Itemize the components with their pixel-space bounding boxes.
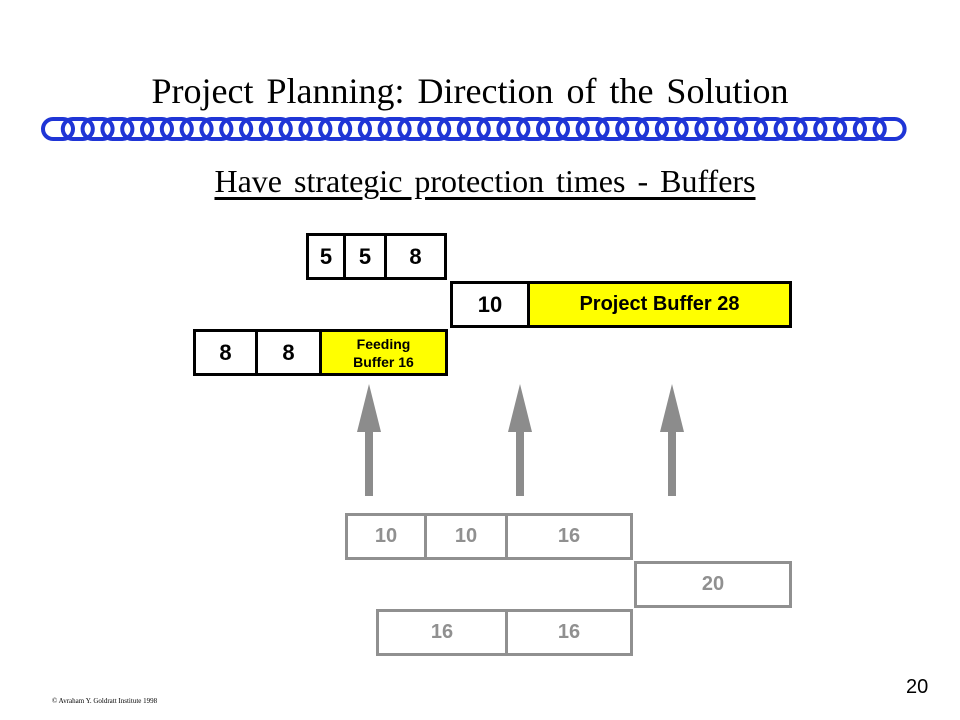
chain-link xyxy=(654,117,689,141)
chain-link xyxy=(179,117,214,141)
chain-link xyxy=(219,117,254,141)
chain-link xyxy=(496,117,531,141)
original-task-box: 10 xyxy=(424,513,508,560)
chain-link xyxy=(793,117,828,141)
chain-link xyxy=(120,117,155,141)
chain-link xyxy=(60,117,95,141)
copyright-footer: © Avraham Y. Goldratt Institute 1998 xyxy=(52,697,158,705)
chain-link xyxy=(813,117,848,141)
chain-link xyxy=(80,117,115,141)
chain-link xyxy=(674,117,709,141)
chain-link xyxy=(456,117,491,141)
chain-link xyxy=(258,117,293,141)
chain-link-icon xyxy=(41,117,907,141)
chain-link xyxy=(397,117,432,141)
chain-link xyxy=(199,117,234,141)
chain-link xyxy=(833,117,867,141)
chain-link xyxy=(239,117,273,141)
chain-link xyxy=(773,117,808,141)
original-task-box: 16 xyxy=(505,609,633,656)
chain-link xyxy=(536,117,570,141)
original-task-box: 16 xyxy=(376,609,508,656)
chain-link xyxy=(555,117,590,141)
up-arrow-icon xyxy=(660,384,684,496)
page-number: 20 xyxy=(906,676,929,698)
slide-title: Project Planning: Direction of the Solut… xyxy=(151,71,789,111)
chain-link xyxy=(41,117,75,141)
feeding-buffer-line1: Feeding xyxy=(356,335,411,352)
chain-link xyxy=(753,117,788,141)
task-box: 8 xyxy=(384,233,447,280)
original-task-box: 10 xyxy=(345,513,427,560)
chain-link xyxy=(595,117,630,141)
chain-link xyxy=(694,117,729,141)
original-task-box: 16 xyxy=(505,513,633,560)
chain-link xyxy=(298,117,333,141)
chain-link xyxy=(476,117,511,141)
chain-link xyxy=(635,117,669,141)
task-box: 5 xyxy=(343,233,387,280)
chain-link xyxy=(318,117,353,141)
chain-link xyxy=(140,117,174,141)
chain-link xyxy=(278,117,313,141)
project-buffer: Project Buffer 28 xyxy=(527,281,792,328)
feeding-buffer: Feeding Buffer 16 xyxy=(319,329,448,376)
original-task-box: 20 xyxy=(634,561,792,608)
up-arrow-icon xyxy=(357,384,381,496)
task-box: 10 xyxy=(450,281,530,328)
chain-link xyxy=(734,117,768,141)
chain-link xyxy=(159,117,194,141)
up-arrow-icon xyxy=(508,384,532,496)
chain-link xyxy=(516,117,551,141)
chain-link xyxy=(714,117,749,141)
chain-link xyxy=(615,117,650,141)
chain-link xyxy=(338,117,372,141)
chain-link xyxy=(357,117,392,141)
chain-link xyxy=(437,117,471,141)
chain-link xyxy=(377,117,412,141)
chain-link xyxy=(852,117,887,141)
chain-link xyxy=(100,117,135,141)
chain-link xyxy=(417,117,452,141)
slide-subtitle: Have strategic protection times - Buffer… xyxy=(214,163,756,199)
chain-link xyxy=(872,117,907,141)
chain-link xyxy=(575,117,610,141)
feeding-buffer-line2: Buffer 16 xyxy=(353,353,414,370)
